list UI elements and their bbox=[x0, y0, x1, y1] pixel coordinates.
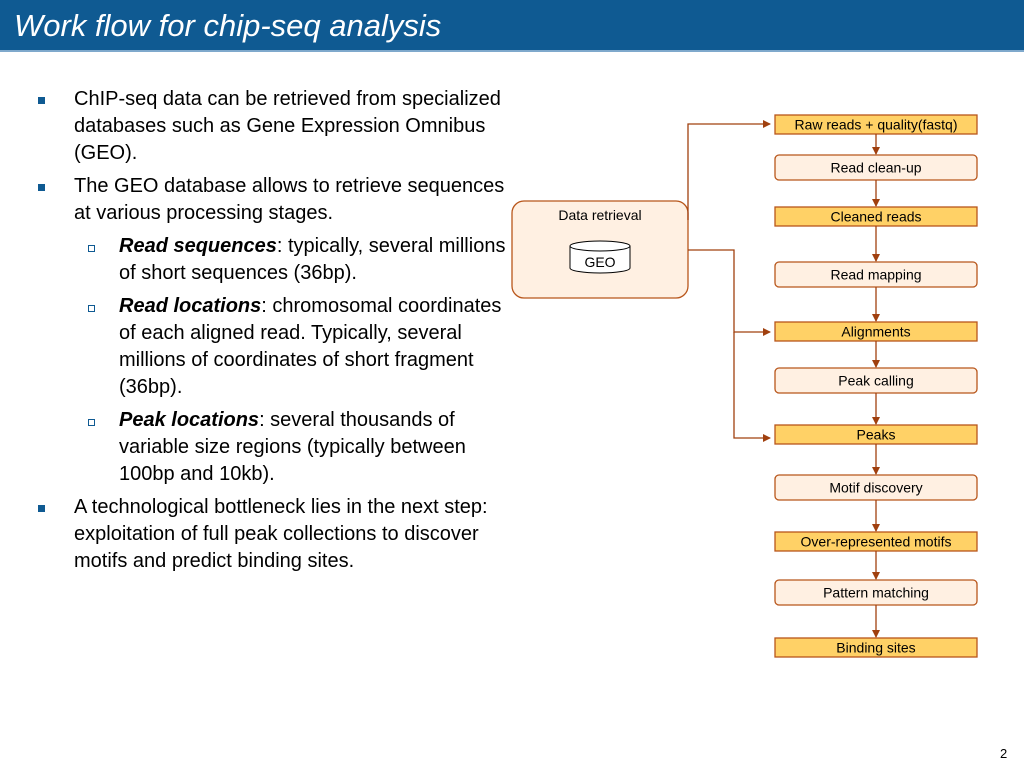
data-node-box bbox=[774, 637, 978, 658]
bullet-text: A technological bottleneck lies in the n… bbox=[74, 496, 488, 572]
bullet-item: ChIP-seq data can be retrieved from spec… bbox=[36, 86, 506, 167]
data-node-label: Alignments bbox=[841, 324, 910, 340]
bullet-text: The GEO database allows to retrieve sequ… bbox=[74, 175, 505, 224]
connector-arrow bbox=[687, 120, 771, 220]
data-node-label: Binding sites bbox=[836, 640, 915, 656]
sub-bullet-text: : typically, several millions of short s… bbox=[119, 235, 506, 284]
bullet-text: ChIP-seq data can be retrieved from spec… bbox=[74, 88, 501, 164]
sub-bullet-text: : chromosomal coordinates of each aligne… bbox=[119, 295, 502, 398]
workflow-steps: Raw reads + quality(fastq) Read clean-upC… bbox=[774, 114, 978, 658]
page-number: 2 bbox=[1000, 746, 1008, 761]
data-node-label: Over-represented motifs bbox=[801, 534, 952, 550]
process-node-label: Motif discovery bbox=[829, 480, 922, 496]
process-node-label: Read clean-up bbox=[830, 160, 921, 176]
hollow-square-bullet-icon bbox=[88, 305, 95, 312]
data-node-label: Cleaned reads bbox=[830, 209, 921, 225]
connector-arrow bbox=[688, 249, 771, 336]
slide-title: Work flow for chip-seq analysis bbox=[14, 8, 442, 43]
sub-bullet-item: Read sequences: typically, several milli… bbox=[36, 233, 506, 287]
hollow-square-bullet-icon bbox=[88, 245, 95, 252]
sub-bullet-text: : several thousands of variable size reg… bbox=[119, 409, 466, 485]
process-node-label: Peak calling bbox=[838, 373, 914, 389]
data-node-label: Raw reads + quality(fastq) bbox=[794, 117, 957, 133]
bullet-item: The GEO database allows to retrieve sequ… bbox=[36, 173, 506, 227]
process-node-label: Pattern matching bbox=[823, 585, 929, 601]
bullet-list: ChIP-seq data can be retrieved from spec… bbox=[36, 86, 506, 581]
title-divider bbox=[0, 50, 1024, 52]
sub-bullet-item: Peak locations: several thousands of var… bbox=[36, 407, 506, 488]
square-bullet-icon bbox=[38, 97, 45, 104]
geo-database-label: GEO bbox=[584, 254, 615, 270]
sub-bullet-term: Read locations bbox=[119, 295, 262, 317]
process-node-label: Read mapping bbox=[830, 267, 921, 283]
title-bar: Work flow for chip-seq analysis bbox=[0, 0, 1024, 50]
database-icon bbox=[569, 240, 631, 274]
connector-arrow bbox=[733, 332, 771, 442]
data-retrieval-label: Data retrieval bbox=[558, 207, 641, 223]
data-node-label: Peaks bbox=[857, 427, 896, 443]
square-bullet-icon bbox=[38, 184, 45, 191]
bullet-item: A technological bottleneck lies in the n… bbox=[36, 494, 506, 575]
sub-bullet-item: Read locations: chromosomal coordinates … bbox=[36, 293, 506, 401]
square-bullet-icon bbox=[38, 505, 45, 512]
sub-bullet-term: Peak locations bbox=[119, 409, 260, 431]
hollow-square-bullet-icon bbox=[88, 419, 95, 426]
sub-bullet-term: Read sequences bbox=[119, 235, 277, 257]
